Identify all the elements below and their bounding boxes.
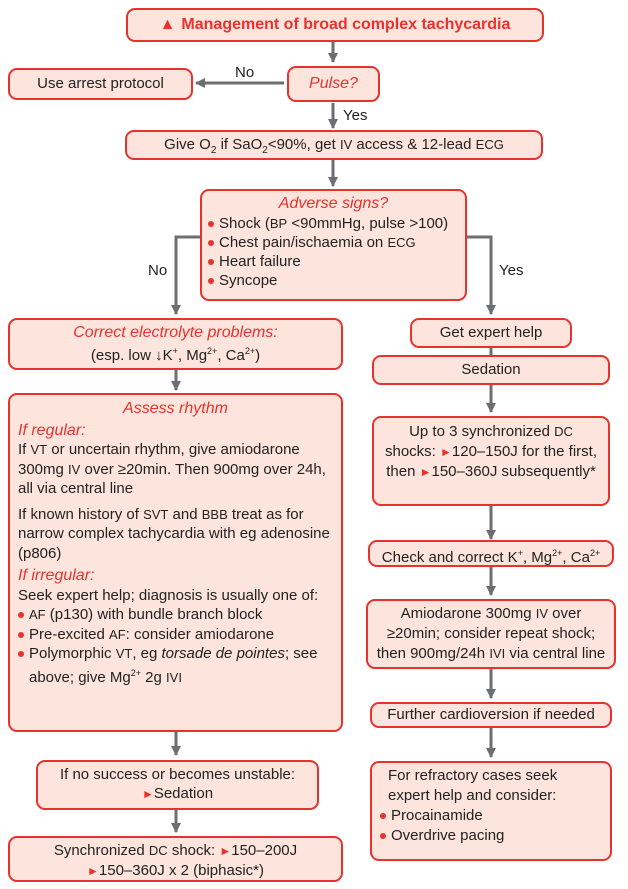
irregular-item-af: AF (p130) with bundle branch block (18, 605, 333, 625)
sync-shock-left-line1: Synchronized DC shock: ►150–200J (53, 842, 298, 859)
arrow-adverse-no (171, 235, 200, 315)
sedation-box: Sedation (372, 355, 610, 385)
pointer-icon: ► (87, 864, 99, 878)
if-regular-heading: If regular: (18, 421, 86, 439)
pointer-icon: ► (440, 445, 452, 459)
pointer-icon: ► (141, 787, 154, 801)
arrest-box: Use arrest protocol (8, 68, 193, 100)
no-success-text: If no success or becomes unstable: (59, 766, 296, 783)
regular-text-2: If known history of SVT and BBB treat as… (18, 505, 330, 562)
no-success-sedation: ►Sedation (141, 785, 214, 802)
if-irregular-heading: If irregular: (18, 567, 95, 584)
sao2-subscript: 2 (262, 145, 268, 156)
adverse-signs-title: Adverse signs? (278, 195, 389, 212)
refractory-item-procainamide: Procainamide (380, 806, 602, 826)
no-label-adverse: No (148, 262, 168, 279)
yes-label-adverse: Yes (499, 262, 524, 279)
warning-icon: ▲ (159, 16, 176, 33)
assess-rhythm-title: Assess rhythm (123, 400, 228, 417)
refractory-box: For refractory cases seek expert help an… (370, 761, 612, 861)
check-electrolytes-box: Check and correct K+, Mg2+, Ca2+ (368, 540, 614, 567)
yes-label-pulse: Yes (343, 107, 368, 124)
adverse-item-syncope: Syncope (208, 271, 459, 290)
correct-electrolytes-detail: (esp. low ↓K+, Mg2+, Ca2+) (90, 346, 261, 364)
give-o2-text-d: access & 12-lead (352, 136, 476, 153)
irregular-item-preexcited: Pre-excited AF: consider amiodarone (18, 625, 333, 645)
give-o2-text-b: if SaO (216, 136, 263, 153)
sync-shock-left-line2: ►150–360J x 2 (biphasic*) (87, 862, 264, 879)
correct-electrolytes-box: Correct electrolyte problems: (esp. low … (8, 318, 343, 370)
sync-shock-left-box: Synchronized DC shock: ►150–200J ►150–36… (8, 836, 343, 882)
regular-text-1: If VT or uncertain rhythm, give amiodaro… (18, 441, 326, 497)
adverse-signs-box: Adverse signs? Shock (BP <90mmHg, pulse … (200, 189, 467, 301)
pulse-box: Pulse? (287, 66, 380, 102)
title-box: ▲ Management of broad complex tachycardia (126, 8, 544, 42)
ecg-abbrev: ECG (475, 137, 504, 152)
further-cardioversion-box: Further cardioversion if needed (370, 702, 612, 728)
expert-help-label: Get expert help (439, 324, 543, 341)
refractory-item-overdrive: Overdrive pacing (380, 826, 602, 846)
iv-abbrev: IV (339, 137, 353, 152)
pointer-icon: ► (219, 844, 232, 858)
upto3-line1: Up to 3 synchronized DC (409, 423, 573, 440)
give-o2-text-c: <90%, get (267, 136, 340, 153)
amio-line3: then 900mg/24h IVI via central line (376, 645, 606, 662)
assess-rhythm-box: Assess rhythm If regular: If VT or uncer… (8, 393, 343, 732)
pointer-icon: ► (419, 465, 432, 479)
upto3-line3: then ►150–360J subsequently* (386, 463, 596, 480)
correct-electrolytes-title: Correct electrolyte problems: (73, 324, 278, 341)
o2-subscript: 2 (210, 145, 217, 156)
page-title: Management of broad complex tachycardia (181, 16, 511, 33)
no-label-pulse: No (235, 64, 255, 81)
adverse-item-chest-pain: Chest pain/ischaemia on ECG (208, 233, 459, 252)
amio-line1: Amiodarone 300mg IV over (400, 605, 582, 622)
irregular-item-polymorphic: Polymorphic VT, eg torsade de pointes; s… (18, 644, 333, 687)
arrow-adverse-yes (467, 235, 496, 315)
upto3-shocks-box: Up to 3 synchronized DC shocks: ►120–150… (372, 416, 610, 506)
sedation-label: Sedation (461, 361, 521, 378)
pulse-label: Pulse? (309, 75, 358, 92)
adverse-item-shock: Shock (BP <90mmHg, pulse >100) (208, 214, 459, 233)
upto3-line2: shocks: ►120–150J for the first, (384, 443, 597, 460)
irregular-text: Seek expert help; diagnosis is usually o… (18, 586, 319, 604)
no-success-box: If no success or becomes unstable: ►Seda… (36, 760, 319, 810)
give-o2-box: Give O2 if SaO2<90%, get IV access & 12-… (125, 130, 543, 160)
amio-line2: ≥20min; consider repeat shock; (386, 625, 596, 642)
amiodarone-box: Amiodarone 300mg IV over ≥20min; conside… (366, 599, 616, 669)
give-o2-text: Give O (164, 136, 211, 153)
expert-help-box: Get expert help (410, 318, 572, 348)
adverse-item-heart-failure: Heart failure (208, 252, 459, 271)
further-cardioversion-label: Further cardioversion if needed (387, 706, 595, 723)
refractory-text: For refractory cases seek expert help an… (388, 767, 558, 804)
arrest-label: Use arrest protocol (37, 75, 164, 92)
